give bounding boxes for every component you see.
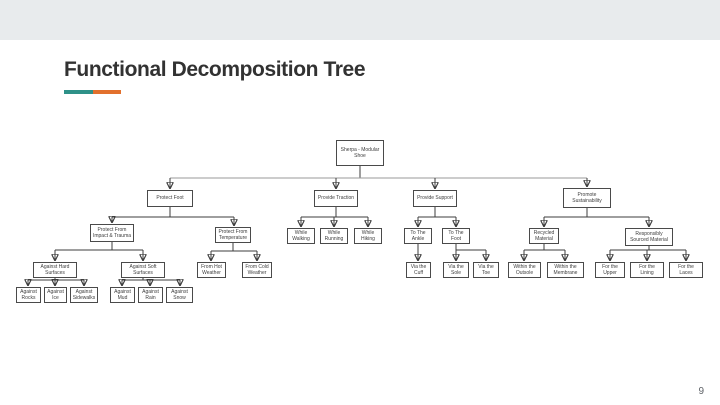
tree-node-cold-weather: From Cold Weather [242,262,272,278]
tree-node-root: Sherpa - Modular Shoe [336,140,384,166]
accent-bar-orange [93,90,121,94]
tree-node-via-cuff: Via the Cuff [406,262,431,278]
tree-node-promote-sustainability: Promote Sustainability [563,188,611,208]
tree-node-against-snow: Against Snow [166,287,193,303]
tree-node-to-ankle: To The Ankle [404,228,432,244]
tree-node-for-laces: For the Laces [669,262,703,278]
page-title: Functional Decomposition Tree [64,58,366,81]
accent-bar-teal [64,90,93,94]
tree-node-for-upper: For the Upper [595,262,625,278]
tree-node-against-mud: Against Mud [110,287,135,303]
tree-node-hard-surfaces: Against Hard Surfaces [33,262,77,278]
top-bar [0,0,720,40]
tree-node-against-rain: Against Rain [138,287,163,303]
tree-node-while-hiking: While Hiking [354,228,382,244]
tree-node-against-sidewalks: Against Sidewalks [70,287,98,303]
tree-node-soft-surfaces: Against Soft Surfaces [121,262,165,278]
tree-node-provide-support: Provide Support [413,190,457,207]
tree-node-while-running: While Running [320,228,348,244]
tree-node-temperature: Protect From Temperature [215,227,251,243]
tree-node-protect-foot: Protect Foot [147,190,193,207]
tree-node-provide-traction: Provide Traction [314,190,358,207]
tree-node-impact-trauma: Protect From Impact & Trauma [90,224,134,242]
tree-node-via-sole: Via the Sole [443,262,469,278]
tree-node-for-lining: For the Lining [630,262,664,278]
tree-node-while-walking: While Walking [287,228,315,244]
tree-node-sourced-material: Responsibly Sourced Material [625,228,673,246]
tree-node-against-ice: Against Ice [44,287,67,303]
tree-node-via-toe: Via the Toe [473,262,499,278]
tree-node-within-outsole: Within the Outsole [508,262,541,278]
tree-node-hot-weather: From Hot Weather [197,262,226,278]
tree-node-within-membrane: Within the Membrane [547,262,584,278]
page-number: 9 [698,386,704,397]
tree-node-recycled-material: Recycled Material [529,228,559,244]
tree-node-to-foot: To The Foot [442,228,470,244]
tree-node-against-rocks: Against Rocks [16,287,41,303]
